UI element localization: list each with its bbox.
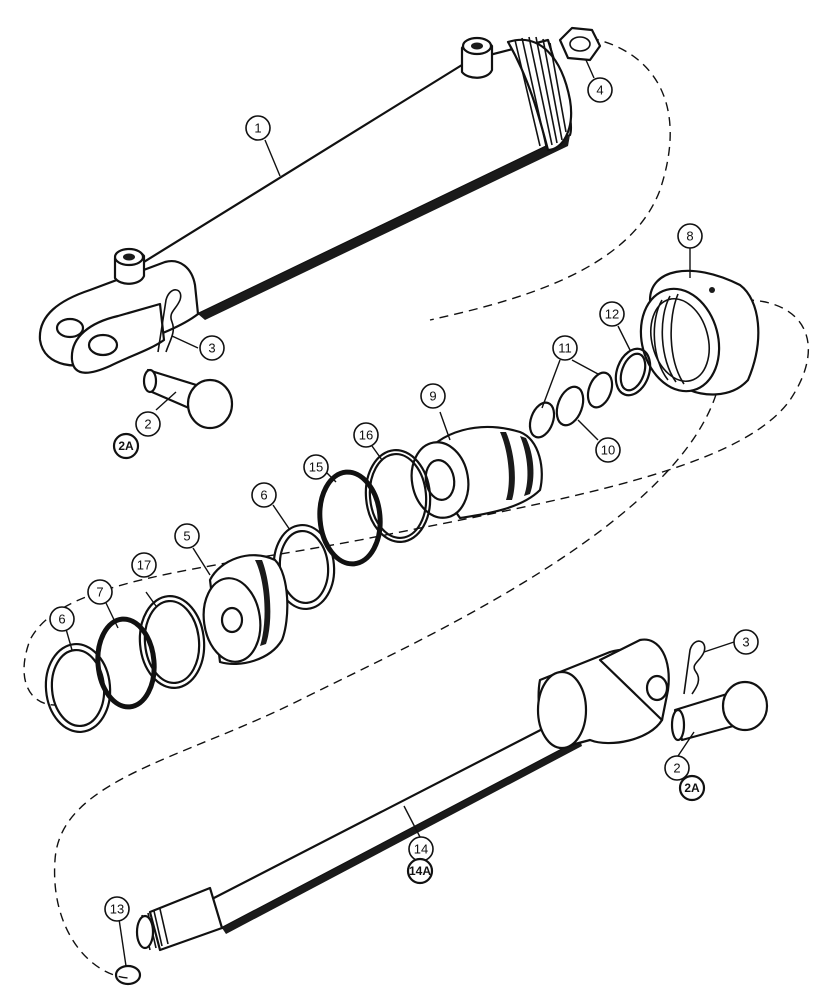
- callout-10: 10: [595, 437, 621, 463]
- svg-text:2: 2: [144, 417, 151, 432]
- svg-text:3: 3: [742, 635, 749, 650]
- clevis-pin-upper: [142, 368, 234, 430]
- svg-text:5: 5: [183, 529, 190, 544]
- backup-ring-11a: [586, 371, 614, 409]
- wear-ring-6-lower: [44, 642, 112, 734]
- callout-2A-lower: 2A: [678, 774, 706, 802]
- callout-13: 13: [104, 896, 130, 922]
- callout-16: 16: [353, 422, 379, 448]
- svg-text:1: 1: [254, 121, 261, 136]
- cotter-pin-upper: [157, 289, 182, 353]
- callout-17: 17: [131, 552, 157, 578]
- svg-text:2A: 2A: [118, 439, 134, 453]
- callout-4: 4: [587, 77, 613, 103]
- seal-17-inner: [143, 599, 201, 685]
- nut: [558, 26, 602, 62]
- callout-6-upper: 6: [251, 482, 277, 508]
- callout-14: 14: [408, 836, 434, 862]
- svg-text:3: 3: [208, 341, 215, 356]
- gland-nut: [639, 269, 760, 396]
- o-ring-15: [317, 469, 383, 567]
- cylinder-barrel: [38, 36, 573, 374]
- svg-text:6: 6: [58, 612, 65, 627]
- ring-12-inner: [619, 352, 647, 392]
- piston-rod: [135, 638, 670, 952]
- svg-text:9: 9: [429, 389, 436, 404]
- svg-text:2: 2: [673, 761, 680, 776]
- snap-ring-13: [114, 964, 142, 986]
- assembly-path-barrel-to-nut: [429, 37, 671, 321]
- svg-text:11: 11: [558, 341, 572, 356]
- wear-ring-16-inner: [368, 452, 428, 540]
- callout-14A: 14A: [406, 857, 434, 885]
- callout-7: 7: [87, 579, 113, 605]
- backup-ring-11b: [528, 401, 556, 439]
- svg-text:7: 7: [96, 585, 103, 600]
- cotter-pin-lower: [683, 640, 706, 695]
- assembly-path-seals-to-rod: [53, 379, 721, 979]
- seal-17: [138, 594, 206, 690]
- wear-ring-6-lower-inner: [50, 648, 106, 728]
- callout-11: 11: [552, 335, 578, 361]
- callout-2A-upper: 2A: [112, 432, 140, 460]
- svg-text:4: 4: [596, 83, 603, 98]
- svg-text:16: 16: [359, 428, 373, 443]
- svg-text:2A: 2A: [684, 781, 700, 795]
- svg-text:6: 6: [260, 488, 267, 503]
- svg-text:14A: 14A: [409, 864, 431, 878]
- callout-12: 12: [599, 301, 625, 327]
- callout-5: 5: [174, 523, 200, 549]
- callout-2-lower: 2: [664, 755, 690, 781]
- svg-text:14: 14: [414, 842, 428, 857]
- clevis-pin-lower: [670, 680, 769, 742]
- svg-text:15: 15: [309, 460, 323, 475]
- callout-9: 9: [420, 383, 446, 409]
- callout-3-upper: 3: [199, 335, 225, 361]
- svg-text:10: 10: [601, 443, 615, 458]
- wear-ring-16: [364, 448, 432, 544]
- callout-6-lower: 6: [49, 606, 75, 632]
- piston: [202, 554, 289, 666]
- seal-10: [555, 385, 585, 427]
- svg-text:12: 12: [605, 307, 619, 322]
- svg-text:8: 8: [686, 229, 693, 244]
- assembly-path-gland-to-seals: [23, 299, 809, 706]
- callout-8: 8: [677, 223, 703, 249]
- svg-text:17: 17: [137, 558, 151, 573]
- ring-12: [614, 347, 652, 397]
- callout-15: 15: [303, 454, 329, 480]
- svg-text:13: 13: [110, 902, 124, 917]
- callout-2-upper: 2: [135, 411, 161, 437]
- callout-3-lower: 3: [733, 629, 759, 655]
- leader-lines: [65, 59, 735, 967]
- callout-1: 1: [245, 115, 271, 141]
